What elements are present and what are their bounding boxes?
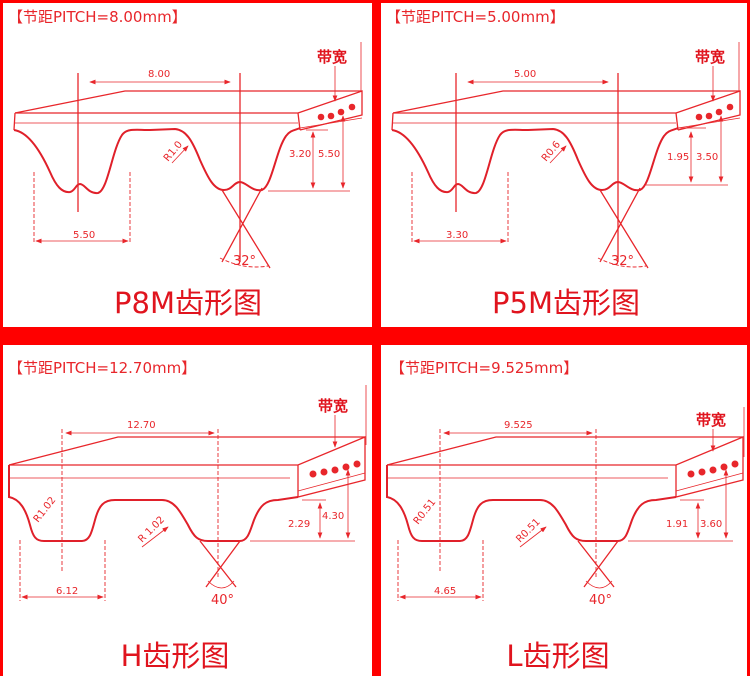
- panel-background: [381, 3, 747, 327]
- profile-caption: L齿形图: [506, 639, 609, 673]
- angle-arc: [585, 580, 613, 589]
- pitch-value: 12.70: [127, 420, 156, 431]
- total-height-value: 4.30: [322, 511, 344, 522]
- total-height-value: 5.50: [318, 149, 340, 160]
- panel-background: [3, 345, 372, 676]
- radius-arrow: [519, 526, 547, 548]
- width-value: 6.12: [56, 586, 78, 597]
- panel-l: 【节距PITCH=9.525mm】 9.525 4.65 R0.51 R0.51…: [381, 345, 747, 676]
- total-height-value: 3.50: [696, 152, 718, 163]
- tooth-height-value: 1.91: [666, 519, 688, 530]
- center-lines: [61, 429, 219, 577]
- profile-caption: P5M齿形图: [492, 286, 640, 320]
- profile-caption: P8M齿形图: [114, 286, 262, 320]
- width-value: 3.30: [446, 230, 468, 241]
- tooth-height-value: 2.29: [288, 519, 310, 530]
- belt-outline: [13, 90, 363, 195]
- panel-background: [381, 345, 747, 676]
- angle-arc: [597, 257, 647, 268]
- width-extension-lines: [397, 540, 484, 601]
- width-extension-lines: [411, 172, 509, 244]
- angle-lines: [221, 187, 271, 269]
- belt-outline: [8, 436, 366, 542]
- profile-caption: H齿形图: [121, 639, 230, 673]
- radius-arrow: [171, 145, 189, 164]
- angle-arc: [207, 580, 235, 589]
- belt-outline: [386, 436, 744, 542]
- radius-arrow: [141, 526, 169, 548]
- angle-lines: [577, 540, 619, 588]
- angle-value: 40°: [589, 593, 612, 608]
- cord-dots: [687, 460, 739, 478]
- width-value: 4.65: [434, 586, 456, 597]
- angle-value: 40°: [211, 593, 234, 608]
- pitch-title: 【节距PITCH=8.00mm】: [8, 8, 187, 26]
- belt-width-label: 带宽: [696, 411, 726, 429]
- center-lines: [77, 73, 241, 262]
- angle-value: 32°: [233, 254, 256, 269]
- angle-lines: [599, 187, 649, 269]
- cord-dots: [695, 103, 734, 121]
- belt-outline: [391, 90, 741, 195]
- center-lines: [439, 429, 597, 577]
- tooth-height-value: 3.20: [289, 149, 311, 160]
- belt-width-label: 带宽: [317, 48, 347, 66]
- cord-dots: [317, 103, 356, 121]
- pitch-title: 【节距PITCH=9.525mm】: [390, 359, 578, 377]
- pitch-title: 【节距PITCH=5.00mm】: [386, 8, 565, 26]
- pitch-value: 9.525: [504, 420, 533, 431]
- panel-p8m: 【节距PITCH=8.00mm】 8.00 5.50 R1.0 32° 3.20…: [3, 3, 372, 327]
- panel-p5m: 【节距PITCH=5.00mm】 5.00 3.30 R0.6 32° 1.95…: [381, 3, 747, 327]
- cord-dots: [309, 460, 361, 478]
- panel-h: 【节距PITCH=12.70mm】 12.70 6.12 R1.02 R 1.0…: [3, 345, 372, 676]
- pitch-value: 5.00: [514, 69, 536, 80]
- panel-background: [3, 3, 372, 327]
- pitch-value: 8.00: [148, 69, 170, 80]
- tooth-height-value: 1.95: [667, 152, 689, 163]
- angle-arc: [219, 257, 269, 268]
- angle-lines: [199, 540, 241, 588]
- angle-value: 32°: [611, 254, 634, 269]
- belt-width-label: 带宽: [695, 48, 725, 66]
- pitch-title: 【节距PITCH=12.70mm】: [8, 359, 196, 377]
- center-lines: [455, 73, 619, 262]
- width-extension-lines: [33, 172, 131, 244]
- belt-width-label: 带宽: [318, 397, 348, 415]
- width-extension-lines: [19, 540, 106, 601]
- radius-arrow: [549, 145, 567, 164]
- total-height-value: 3.60: [700, 519, 722, 530]
- width-value: 5.50: [73, 230, 95, 241]
